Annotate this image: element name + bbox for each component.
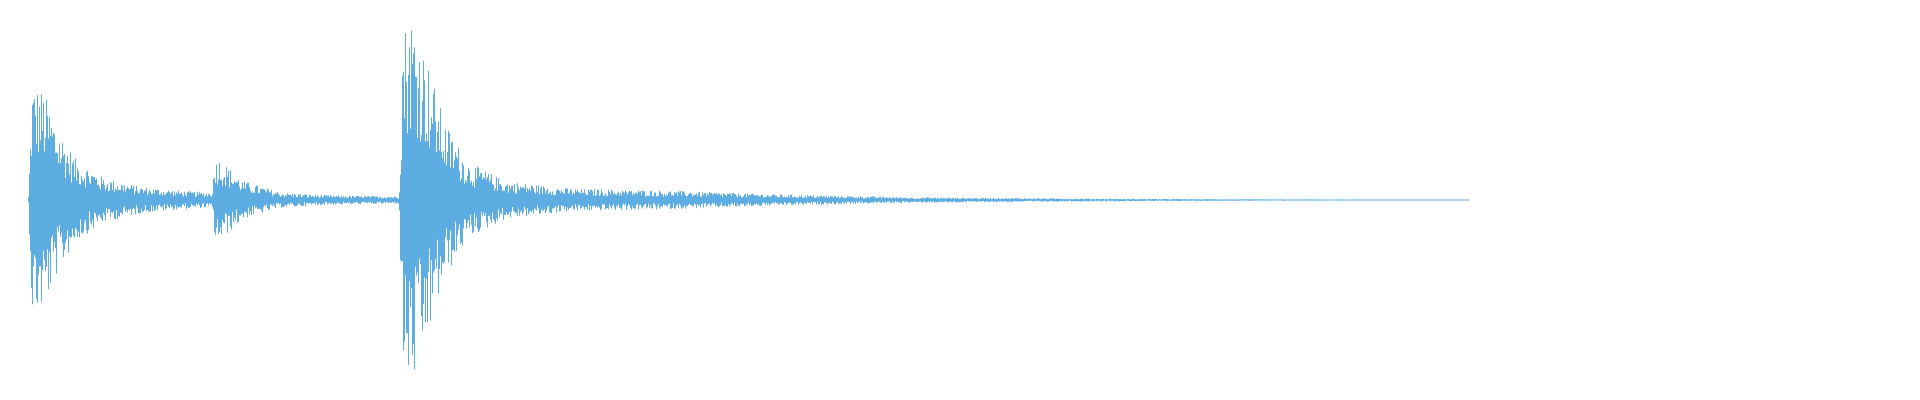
waveform-bars: [28, 30, 1470, 370]
